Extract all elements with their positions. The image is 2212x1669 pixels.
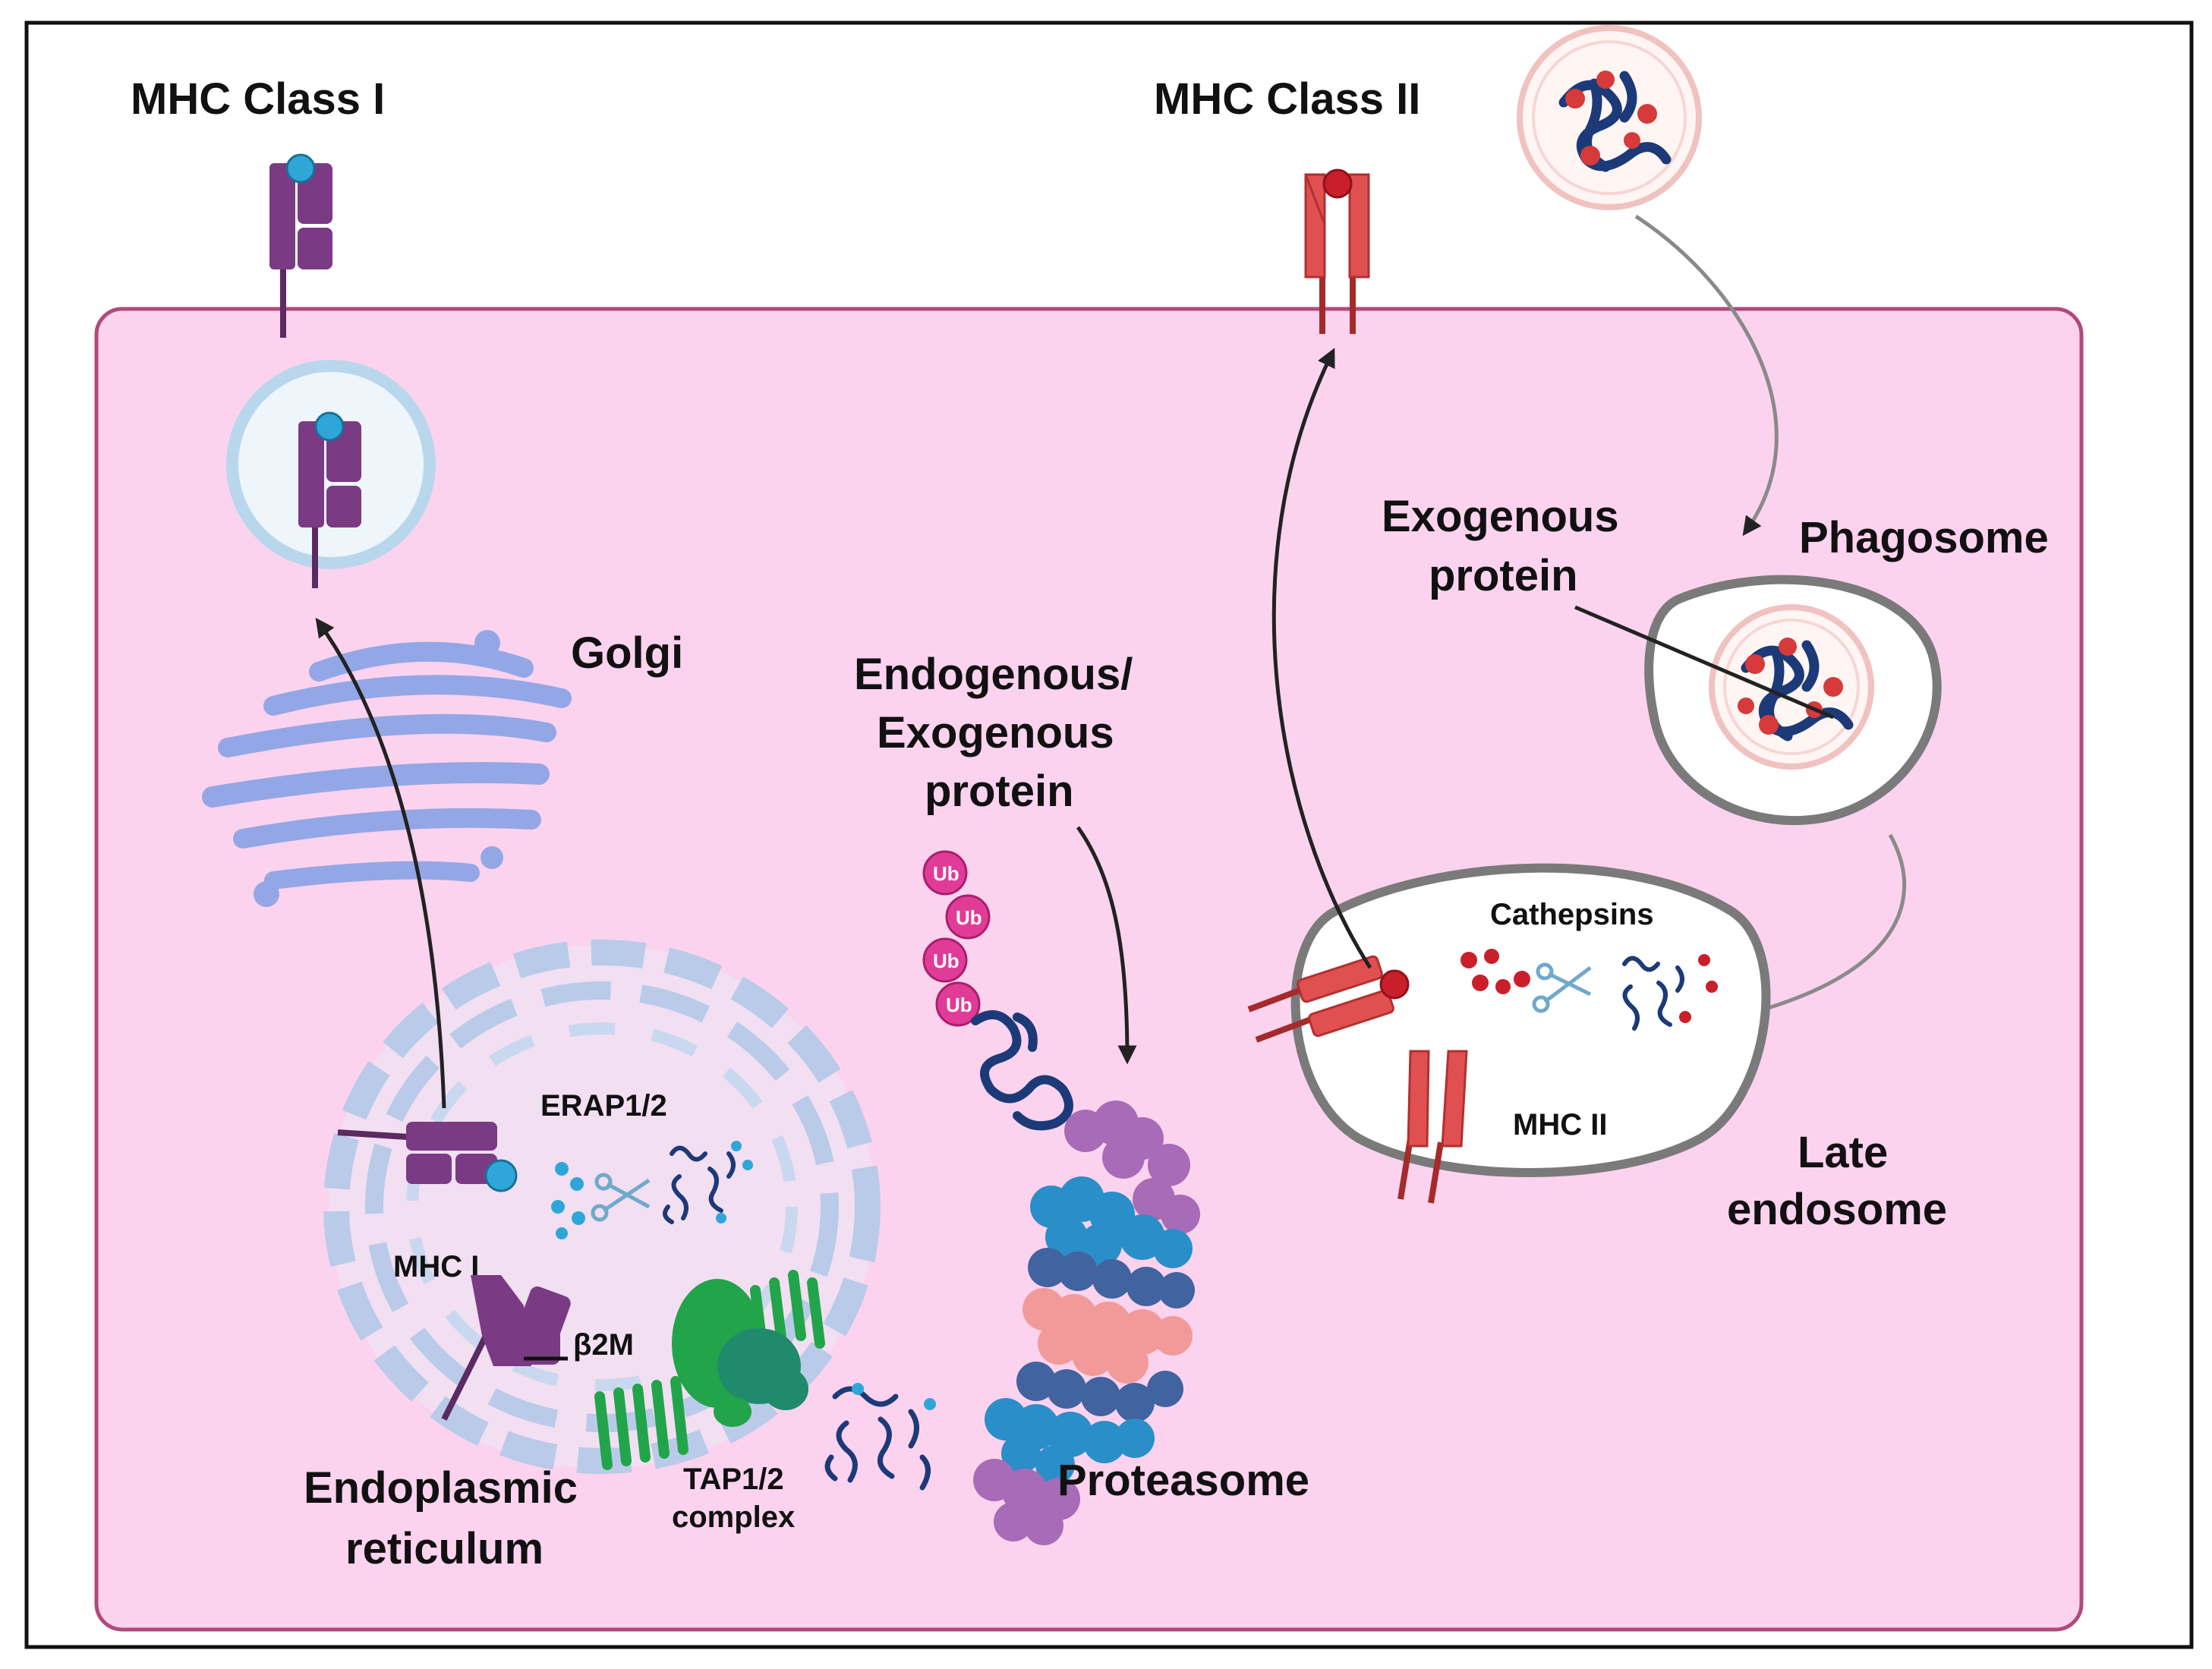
endosome-mhc-2-empty [1397, 1050, 1468, 1204]
endosome-protein-fragments [1622, 954, 1718, 1031]
late-endosome-label-line2: endosome [1727, 1185, 1947, 1234]
erap-peptides [551, 1162, 585, 1239]
mhc-class-1-vesicle [226, 360, 436, 588]
protein-to-proteasome-arrow [1076, 826, 1137, 1065]
endosome-mhc-2-loaded [1247, 955, 1410, 1043]
erap-label: ERAP1/2 [540, 1089, 667, 1123]
exogenous-protein-pointer [1574, 605, 1834, 720]
ub-text-1: Ub [933, 862, 959, 885]
golgi-apparatus [202, 630, 572, 907]
cathepsin-scissors-icon [1532, 962, 1592, 1013]
mhc-1-loading-complex [337, 1122, 518, 1192]
er-protein-fragments [663, 1141, 753, 1224]
extracellular-antigen-particle [1517, 25, 1702, 210]
exogenous-label-line1: Exogenous [1382, 492, 1619, 541]
phagosome-label: Phagosome [1799, 513, 2049, 562]
cathepsin-peptides [1460, 949, 1530, 994]
proteasome [973, 1101, 1200, 1545]
ubiquitinated-protein [971, 1010, 1073, 1131]
b2m-label: β2M [573, 1328, 634, 1362]
antigen-uptake-arrow [1634, 214, 1779, 537]
ub-text-3: Ub [933, 949, 959, 972]
er-label-line2: reticulum [345, 1524, 544, 1573]
mhc-1-label: MHC I [393, 1250, 479, 1283]
mhc-1-export-arrow [315, 617, 446, 1109]
mhc-2-export-arrow [1271, 348, 1372, 969]
endo-exo-label-line1: Endogenous/ [854, 650, 1133, 699]
golgi-label: Golgi [571, 628, 683, 678]
late-endosome-label-line1: Late [1798, 1128, 1888, 1177]
mhc-class-2-surface-molecule [1304, 168, 1370, 334]
ubiquitin-chain: Ub Ub Ub Ub [922, 850, 991, 1027]
erap-scissors-icon [591, 1173, 651, 1222]
mhc-2-label: MHC II [1513, 1108, 1607, 1142]
tap-label-line2: complex [672, 1501, 795, 1534]
cathepsins-label: Cathepsins [1490, 898, 1654, 931]
er-label-line1: Endoplasmic [304, 1463, 578, 1513]
mhc-class-2-label: MHC Class II [1154, 74, 1420, 124]
cytosol-peptide-fragments [824, 1383, 936, 1491]
exogenous-label-line2: protein [1429, 551, 1578, 600]
phagosome-to-endosome-arrow [1694, 833, 1907, 1031]
proteasome-label: Proteasome [1057, 1456, 1309, 1505]
tap-label-line1: TAP1/2 [683, 1463, 784, 1496]
ub-text-2: Ub [956, 906, 982, 929]
ub-text-4: Ub [946, 994, 972, 1016]
endo-exo-label-line3: protein [925, 767, 1074, 816]
mhc-class-1-surface-molecule [269, 153, 332, 338]
tap-complex [594, 1270, 825, 1470]
mhc-class-1-label: MHC Class I [131, 74, 385, 124]
mhc-1-molecule [441, 1275, 571, 1421]
endo-exo-label-line2: Exogenous [877, 708, 1114, 757]
